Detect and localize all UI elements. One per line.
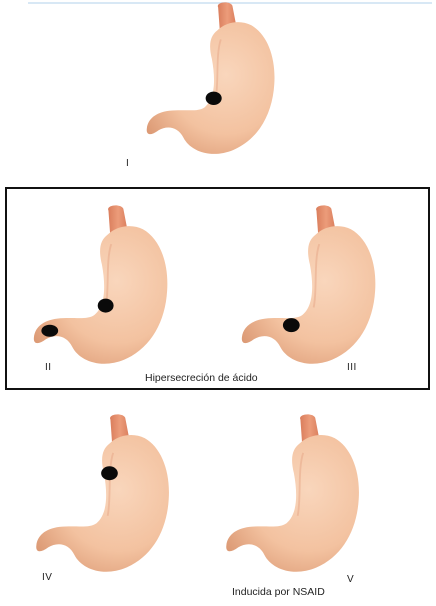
panel-label-i: I (126, 158, 130, 169)
panel-label-iii: III (347, 362, 357, 373)
ulcer-marker-ii-body (97, 298, 114, 313)
acid-hypersecretion-frame (5, 187, 430, 390)
stomach-illustration-ii (26, 205, 176, 368)
panel-label-v: V (347, 574, 355, 585)
ulcer-marker-ii-pylorus (41, 324, 59, 337)
panel-label-ii: II (45, 362, 52, 373)
ulcer-marker-iv (101, 466, 118, 481)
stomach-illustration-iii (234, 205, 384, 368)
top-divider-line (28, 2, 432, 4)
group-caption: Hipersecreción de ácido (145, 372, 258, 384)
panel-label-iv: IV (42, 572, 53, 583)
ulcer-marker-i (205, 91, 222, 105)
panel-v-caption: Inducida por NSAID (232, 586, 325, 598)
stomach-illustration-v (218, 414, 368, 576)
stomach-illustration-i (134, 2, 288, 158)
ulcer-marker-iii (282, 318, 300, 333)
stomach-illustration-iv (28, 414, 178, 576)
